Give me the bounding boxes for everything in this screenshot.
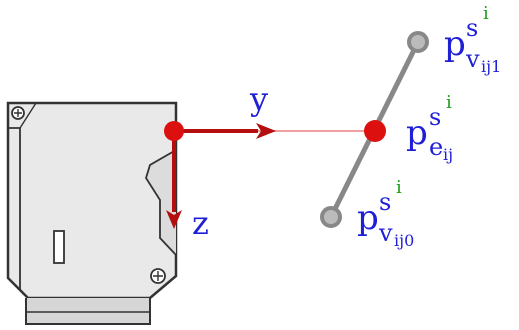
svg-text:ij: ij [443, 145, 453, 164]
top-endpoint-label: p s i v ij1 [444, 3, 501, 76]
segment-endpoint-bottom [320, 206, 342, 228]
z-axis-arrow [166, 131, 182, 229]
svg-text:ij1: ij1 [481, 57, 501, 76]
svg-text:i: i [446, 92, 452, 113]
svg-text:v: v [378, 219, 393, 247]
bottom-endpoint-label: p s i v ij0 [357, 177, 414, 250]
edge-point-label: p s i e ij [406, 92, 453, 164]
svg-text:s: s [379, 188, 391, 216]
svg-text:i: i [396, 177, 402, 198]
sensor-device-icon [6, 101, 178, 325]
z-axis-label: z [192, 204, 209, 242]
svg-text:ij0: ij0 [394, 231, 414, 250]
svg-text:p: p [406, 113, 428, 153]
svg-text:e: e [429, 133, 443, 161]
y-axis-arrow [175, 123, 276, 139]
svg-text:p: p [357, 198, 379, 238]
svg-text:i: i [483, 3, 489, 24]
svg-text:s: s [429, 103, 441, 131]
svg-text:s: s [466, 14, 478, 42]
edge-point [364, 120, 386, 142]
svg-text:p: p [444, 24, 466, 64]
y-axis-label: y [249, 80, 268, 118]
svg-text:v: v [465, 45, 480, 73]
segment-endpoint-top [407, 31, 429, 53]
sensor-origin-point [164, 121, 184, 141]
